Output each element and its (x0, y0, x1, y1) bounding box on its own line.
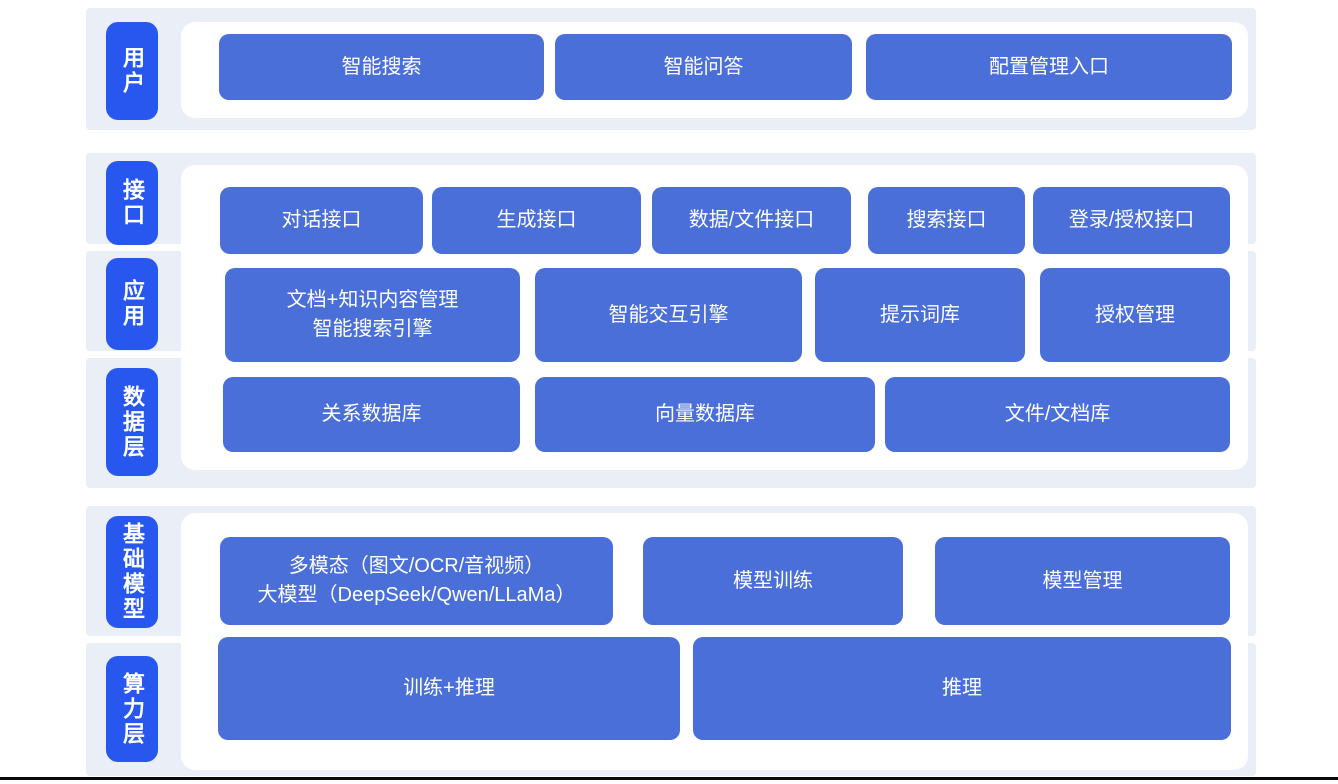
box-file-doc-store: 文件/文档库 (885, 377, 1230, 452)
layer-label-interface: 接口 (106, 161, 158, 245)
window-bottom-border (0, 777, 1338, 780)
card-user-section: 智能搜索 智能问答 配置管理入口 (181, 22, 1248, 118)
box-dialog-api: 对话接口 (220, 187, 423, 254)
box-config-management-entry: 配置管理入口 (866, 34, 1232, 100)
box-data-file-api: 数据/文件接口 (652, 187, 851, 254)
box-intelligent-search: 智能搜索 (219, 34, 544, 100)
box-model-training: 模型训练 (643, 537, 903, 625)
box-vector-db: 向量数据库 (535, 377, 875, 452)
card-bottom-section: 多模态（图文/OCR/音视频） 大模型（DeepSeek/Qwen/LLaMa）… (181, 513, 1248, 770)
box-auth-management: 授权管理 (1040, 268, 1230, 362)
box-login-auth-api: 登录/授权接口 (1033, 187, 1230, 254)
box-inference: 推理 (693, 637, 1231, 740)
box-relational-db: 关系数据库 (223, 377, 520, 452)
card-middle-section: 对话接口 生成接口 数据/文件接口 搜索接口 登录/授权接口 文档+知识内容管理… (181, 165, 1248, 470)
box-prompt-library: 提示词库 (815, 268, 1025, 362)
layer-label-application: 应用 (106, 258, 158, 350)
box-intelligent-qa: 智能问答 (555, 34, 852, 100)
box-training-inference: 训练+推理 (218, 637, 680, 740)
box-multimodal-llm: 多模态（图文/OCR/音视频） 大模型（DeepSeek/Qwen/LLaMa） (220, 537, 613, 625)
box-generation-api: 生成接口 (432, 187, 641, 254)
layer-label-data: 数据层 (106, 368, 158, 476)
layer-label-compute: 算力层 (106, 656, 158, 762)
layer-label-foundation-model: 基础模型 (106, 516, 158, 628)
box-interactive-engine: 智能交互引擎 (535, 268, 802, 362)
box-doc-knowledge-search-engine: 文档+知识内容管理 智能搜索引擎 (225, 268, 520, 362)
box-model-management: 模型管理 (935, 537, 1230, 625)
layer-label-user: 用户 (106, 22, 158, 120)
box-search-api: 搜索接口 (868, 187, 1025, 254)
